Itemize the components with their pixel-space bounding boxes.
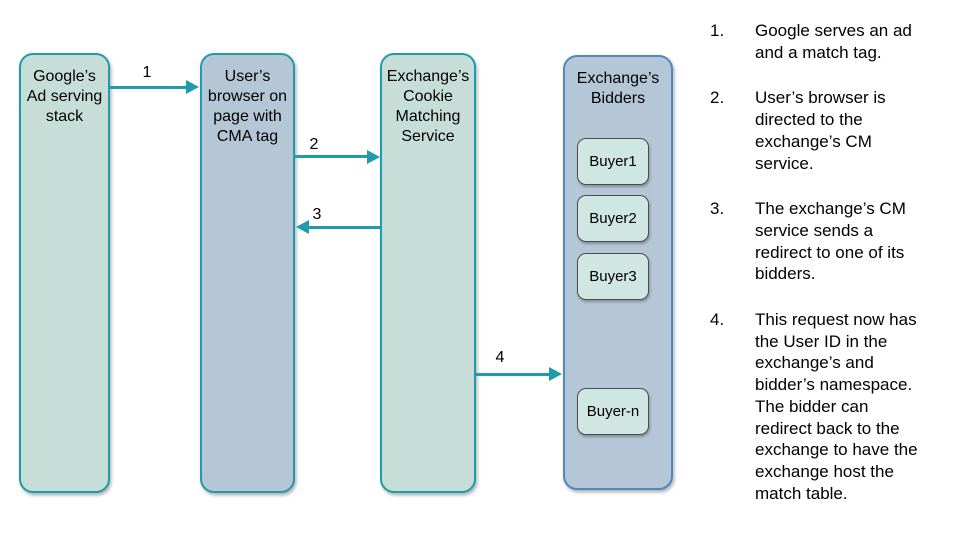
step-item-4: 4. This request now has the User ID in t… [700,309,956,504]
arrow-4-label: 4 [495,349,505,366]
arrow-2-arrowhead-icon [367,149,380,164]
step-1-number: 1. [710,21,725,40]
steps-panel: 1. Google serves an ad and a match tag. … [700,20,956,528]
arrow-1-label: 1 [142,64,152,81]
bidder-box-buyer2: Buyer2 [577,195,649,242]
bidder-box-buyer1: Buyer1 [577,138,649,185]
arrow-3-label: 3 [312,206,322,223]
node-exchange-cm-service: Exchange’s Cookie Matching Service [380,53,476,493]
step-3-text: The exchange’s CM service sends a redire… [755,199,906,284]
arrow-1-arrowhead-icon [186,80,199,94]
node-google-ad-serving-stack: Google’s Ad serving stack [19,53,110,493]
node-exchange-cm-label: Exchange’s Cookie Matching Service [386,68,470,145]
step-2-number: 2. [710,88,725,108]
step-3-number: 3. [710,199,725,219]
step-2-text: User’s browser is directed to the exchan… [755,88,886,173]
node-google-label: Google’s Ad serving stack [26,68,103,125]
node-user-browser: User’s browser on page with CMA tag [200,53,295,493]
arrow-1-line [110,85,187,89]
step-1-text: Google serves an ad and a match tag. [755,21,912,62]
node-exchange-bidders: Exchange’s Bidders Buyer1 Buyer2 Buyer3 … [563,55,673,490]
arrow-2-label: 2 [309,136,319,153]
arrow-2-line [295,155,368,159]
arrow-3-line [309,225,380,229]
node-exchange-bidders-label: Exchange’s Bidders [576,70,660,107]
step-item-1: 1. Google serves an ad and a match tag. [700,20,956,63]
bidder-box-buyer3: Buyer3 [577,253,649,300]
bidder-box-buyer-n: Buyer-n [577,388,649,435]
step-item-3: 3. The exchange’s CM service sends a red… [700,198,956,285]
arrow-3-arrowhead-icon [296,220,309,234]
arrow-4-arrowhead-icon [549,367,562,381]
step-item-2: 2. User’s browser is directed to the exc… [700,87,956,174]
node-user-browser-label: User’s browser on page with CMA tag [207,68,288,145]
step-4-text: This request now has the User ID in the … [755,310,918,503]
step-4-number: 4. [710,310,725,330]
arrow-4-line [476,372,550,376]
